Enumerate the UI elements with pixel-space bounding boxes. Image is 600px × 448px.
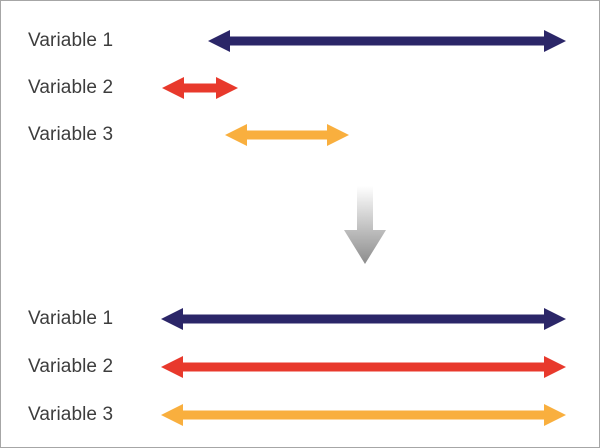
arrow-shape	[161, 356, 566, 378]
arrow-shape	[161, 404, 566, 426]
variable-label-1: Variable 1	[28, 30, 114, 51]
variable-row: Variable 1	[1, 24, 599, 58]
variable-row: Variable 1	[1, 302, 599, 336]
transition-arrow-shape	[344, 186, 386, 264]
variable-label-2: Variable 2	[28, 356, 114, 377]
transition-arrow	[344, 186, 386, 264]
variable-row: Variable 3	[1, 398, 599, 432]
variable-row: Variable 2	[1, 71, 599, 105]
arrow-shape	[225, 124, 349, 146]
arrow-shape	[208, 30, 566, 52]
variable-label-3: Variable 3	[28, 404, 114, 425]
variable-label-2: Variable 2	[28, 77, 114, 98]
arrow-shape	[161, 308, 566, 330]
before-arrow-2	[162, 77, 238, 99]
before-arrow-1	[208, 30, 566, 52]
variable-row: Variable 2	[1, 350, 599, 384]
variable-row: Variable 3	[1, 118, 599, 152]
after-arrow-3	[161, 404, 566, 426]
arrow-shape	[162, 77, 238, 99]
after-arrow-2	[161, 356, 566, 378]
transition-arrow-icon	[344, 186, 386, 264]
before-arrow-3	[225, 124, 349, 146]
variable-label-3: Variable 3	[28, 124, 114, 145]
variable-label-1: Variable 1	[28, 308, 114, 329]
after-arrow-1	[161, 308, 566, 330]
